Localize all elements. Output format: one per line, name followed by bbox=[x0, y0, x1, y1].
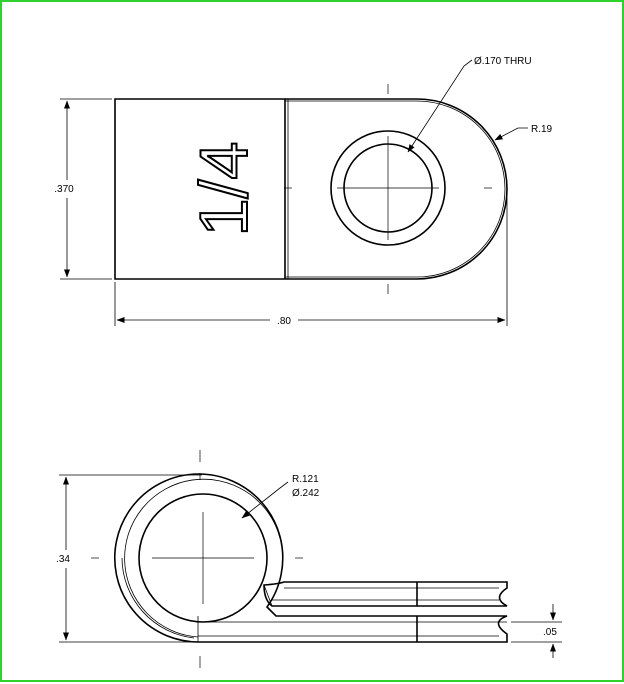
bend-radius-text: R.121 bbox=[292, 474, 319, 485]
end-radius-text: R.19 bbox=[531, 124, 553, 135]
clamp-outer-profile bbox=[114, 473, 508, 643]
top-view-outline bbox=[114, 98, 508, 280]
clamp-outer-skin-2 bbox=[121, 557, 195, 639]
hole-leader bbox=[407, 59, 473, 153]
length-dimension-text: .80 bbox=[277, 316, 291, 327]
top-view-edge-line bbox=[285, 100, 506, 278]
radius-leader bbox=[494, 127, 528, 141]
side-view: .34 .05 R.121 Ø.242 bbox=[56, 450, 562, 668]
clamp-upper-leg bbox=[263, 581, 508, 607]
clamp-outer-skin bbox=[124, 478, 281, 638]
bend-diameter-text: Ø.242 bbox=[292, 488, 320, 499]
top-view: 1/4 .370 .80 Ø.170 THRU R.19 bbox=[54, 56, 552, 327]
bend-radius-leader bbox=[241, 481, 289, 519]
size-marking: 1/4 bbox=[186, 142, 262, 237]
bend-line bbox=[263, 584, 273, 607]
thickness-dimension-text: .05 bbox=[543, 627, 557, 638]
height-dimension-text: .370 bbox=[54, 184, 74, 195]
through-hole-outer bbox=[330, 130, 446, 246]
side-height-dimension-text: .34 bbox=[56, 554, 70, 565]
hole-note-text: Ø.170 THRU bbox=[474, 56, 532, 67]
